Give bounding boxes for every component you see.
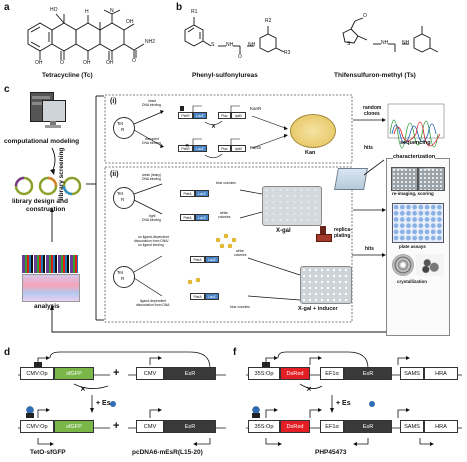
dsred-box-top: DsRed: [280, 367, 310, 380]
svg-text:×: ×: [306, 385, 312, 393]
sams-box-bottom: SAMS: [400, 420, 424, 433]
sams-box-top: SAMS: [400, 367, 424, 380]
hra-box-top: HRA: [424, 367, 458, 380]
hra-box-bottom: HRA: [424, 420, 458, 433]
dsred-box-bottom: DsRed: [280, 420, 310, 433]
s35op-box-top: 35S:Op: [248, 367, 280, 380]
esr-box-f-top: EsR: [344, 367, 392, 380]
esr-box-f-bottom: EsR: [344, 420, 392, 433]
s35op-box-bottom: 35S:Op: [248, 420, 280, 433]
es-label-f: + Es: [336, 400, 351, 408]
ef1a-box-bottom: EF1α: [320, 420, 344, 433]
php-label: PHP45473: [315, 449, 346, 456]
ef1a-box-top: EF1α: [320, 367, 344, 380]
